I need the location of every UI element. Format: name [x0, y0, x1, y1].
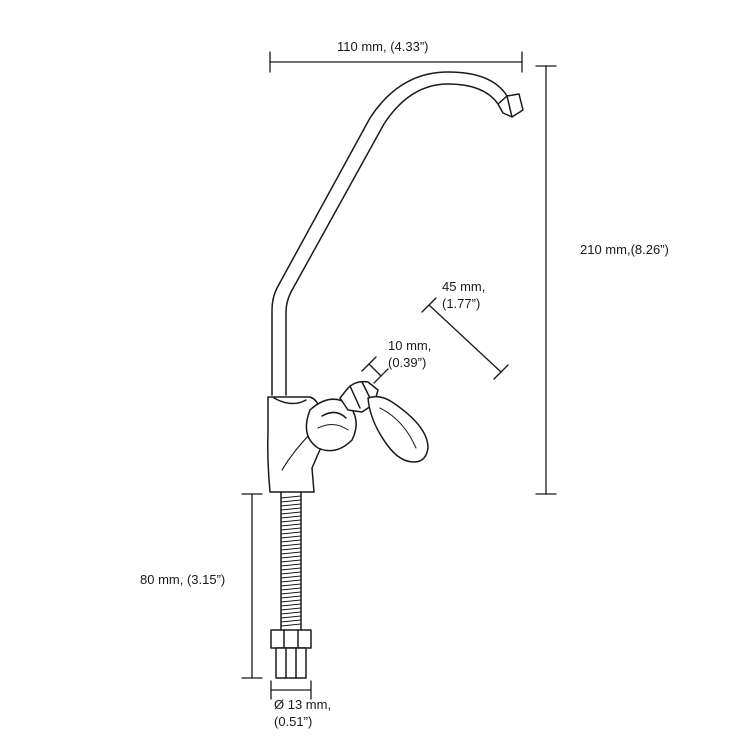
- threaded-shank: [280, 491, 302, 631]
- label-height-text: 210 mm,(8.26”): [580, 242, 669, 257]
- thread-line: [280, 551, 302, 555]
- dimension-line-diameter: [270, 680, 312, 700]
- hex-nut: [270, 629, 312, 649]
- thread-line: [280, 507, 302, 511]
- label-handle-neck: 10 mm, (0.39”): [388, 337, 431, 371]
- thread-line: [280, 623, 302, 627]
- thread-line: [280, 615, 302, 619]
- spout-tip: [497, 93, 524, 118]
- label-shank-length-text: 80 mm, (3.15”): [140, 572, 226, 587]
- thread-line: [280, 571, 302, 575]
- thread-line: [280, 575, 302, 579]
- connector-fitting: [275, 647, 307, 679]
- thread-line: [280, 499, 302, 503]
- label-height: 210 mm,(8.26”): [580, 241, 669, 258]
- dimension-line-handle-neck: [361, 356, 389, 384]
- thread-line: [280, 535, 302, 539]
- thread-line: [280, 547, 302, 551]
- label-shank-diameter: Ø 13 mm, (0.51”): [274, 696, 331, 730]
- label-shank-diameter-line1: Ø 13 mm,: [274, 697, 332, 712]
- thread-line: [280, 503, 302, 507]
- thread-line: [280, 539, 302, 543]
- thread-line: [280, 563, 302, 567]
- thread-line: [280, 595, 302, 599]
- dimension-line-shank-length: [241, 493, 263, 679]
- dimension-line-width: [269, 51, 523, 73]
- dimension-line-height: [535, 65, 557, 495]
- thread-line: [280, 523, 302, 527]
- thread-line: [280, 519, 302, 523]
- label-handle-length-line2: (1.77”): [442, 296, 481, 311]
- label-handle-length: 45 mm, (1.77”): [442, 278, 485, 312]
- thread-line: [280, 527, 302, 531]
- valve-housing: [305, 398, 357, 452]
- label-spout-width-text: 110 mm, (4.33”): [337, 39, 429, 54]
- thread-line: [280, 531, 302, 535]
- thread-line: [280, 619, 302, 623]
- label-spout-width: 110 mm, (4.33”): [337, 38, 429, 55]
- label-handle-length-line1: 45 mm,: [442, 279, 486, 294]
- thread-line: [280, 495, 302, 499]
- thread-line: [280, 555, 302, 559]
- thread-line: [280, 583, 302, 587]
- label-handle-neck-line1: 10 mm,: [388, 338, 432, 353]
- label-handle-neck-line2: (0.39”): [388, 355, 427, 370]
- thread-line: [280, 511, 302, 515]
- thread-line: [280, 611, 302, 615]
- thread-line: [280, 599, 302, 603]
- thread-line: [280, 579, 302, 583]
- thread-line: [280, 607, 302, 611]
- dimension-line-handle-length: [421, 297, 509, 380]
- thread-line: [280, 591, 302, 595]
- thread-line: [280, 559, 302, 563]
- thread-line: [280, 587, 302, 591]
- spout-tube: [271, 71, 508, 396]
- thread-line: [280, 543, 302, 547]
- thread-line: [280, 567, 302, 571]
- handle-lever: [367, 395, 429, 463]
- label-shank-diameter-line2: (0.51”): [274, 714, 313, 729]
- thread-line: [280, 515, 302, 519]
- thread-line: [280, 603, 302, 607]
- label-shank-length: 80 mm, (3.15”): [140, 571, 225, 588]
